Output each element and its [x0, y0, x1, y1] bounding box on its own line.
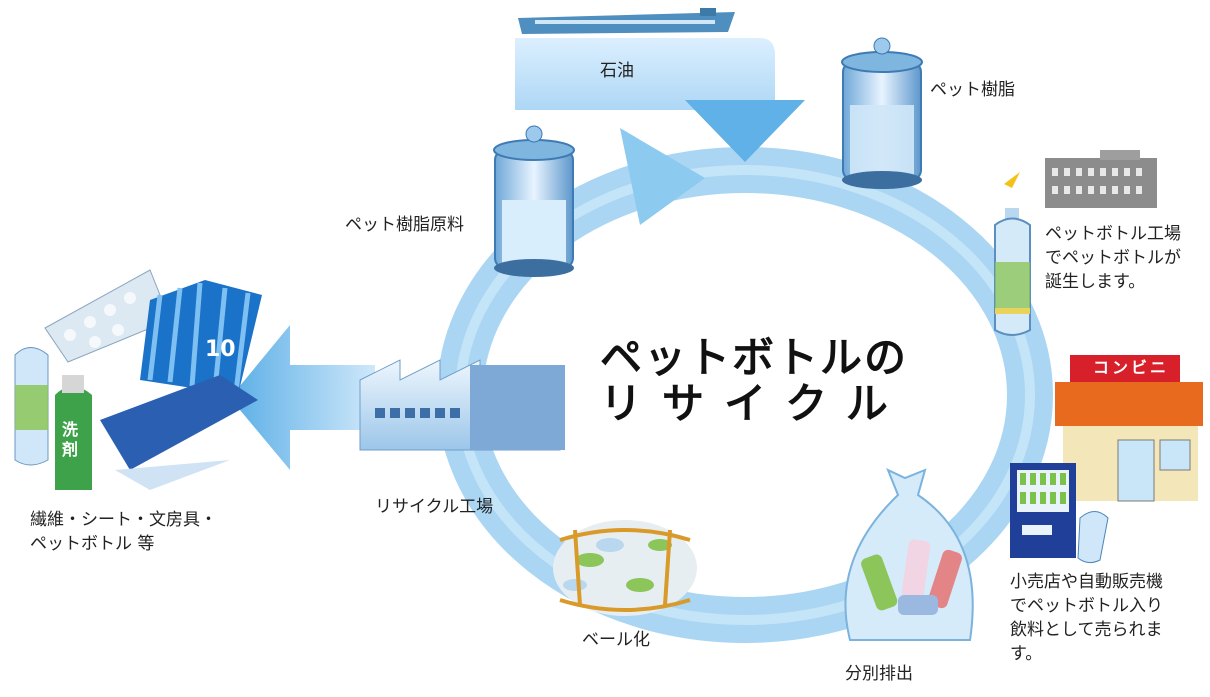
products-icon	[14, 269, 262, 490]
convenience-store-icon	[1055, 355, 1203, 502]
pet-bottle-icon	[994, 208, 1031, 336]
bottle-factory-label: ペットボトル工場 でペットボトルが 誕生します。	[1045, 224, 1181, 292]
title-line-1: ペットボトルの	[600, 333, 909, 382]
bottle-factory-icon	[1004, 150, 1157, 208]
vending-machine-icon	[1010, 463, 1109, 564]
title-line-2: リサイクル	[600, 379, 908, 428]
bale-icon	[553, 520, 697, 616]
store-sign-label: コンビニ	[1093, 358, 1170, 377]
garbage-bag-icon	[844, 468, 974, 641]
resin-jar-icon	[841, 37, 923, 189]
store-label: 小売店や自動販売機 でペットボトル入り 飲料として売られま す。	[1010, 572, 1163, 664]
oil-arrow	[515, 38, 805, 162]
bale-label: ベール化	[582, 630, 650, 650]
resin-label: ペット樹脂	[930, 80, 1015, 100]
diagram-title: ペットボトルの リサイクル	[600, 335, 920, 427]
raw-material-label: ペット樹脂原料	[345, 215, 464, 235]
oil-label: 石油	[600, 61, 634, 81]
jersey-number: 10	[205, 337, 236, 362]
output-arrow	[230, 325, 375, 470]
products-label: 繊維・シート・文房具・ ペットボトル 等	[30, 510, 217, 554]
recycle-factory-label: リサイクル工場	[375, 497, 494, 517]
tanker-ship-icon	[518, 8, 735, 34]
separate-label: 分別排出	[845, 664, 913, 684]
cycle-arrow-head	[620, 128, 705, 225]
raw-material-jar-icon	[493, 125, 575, 277]
detergent-label: 洗剤	[62, 420, 79, 459]
recycling-factory-icon	[359, 359, 565, 451]
